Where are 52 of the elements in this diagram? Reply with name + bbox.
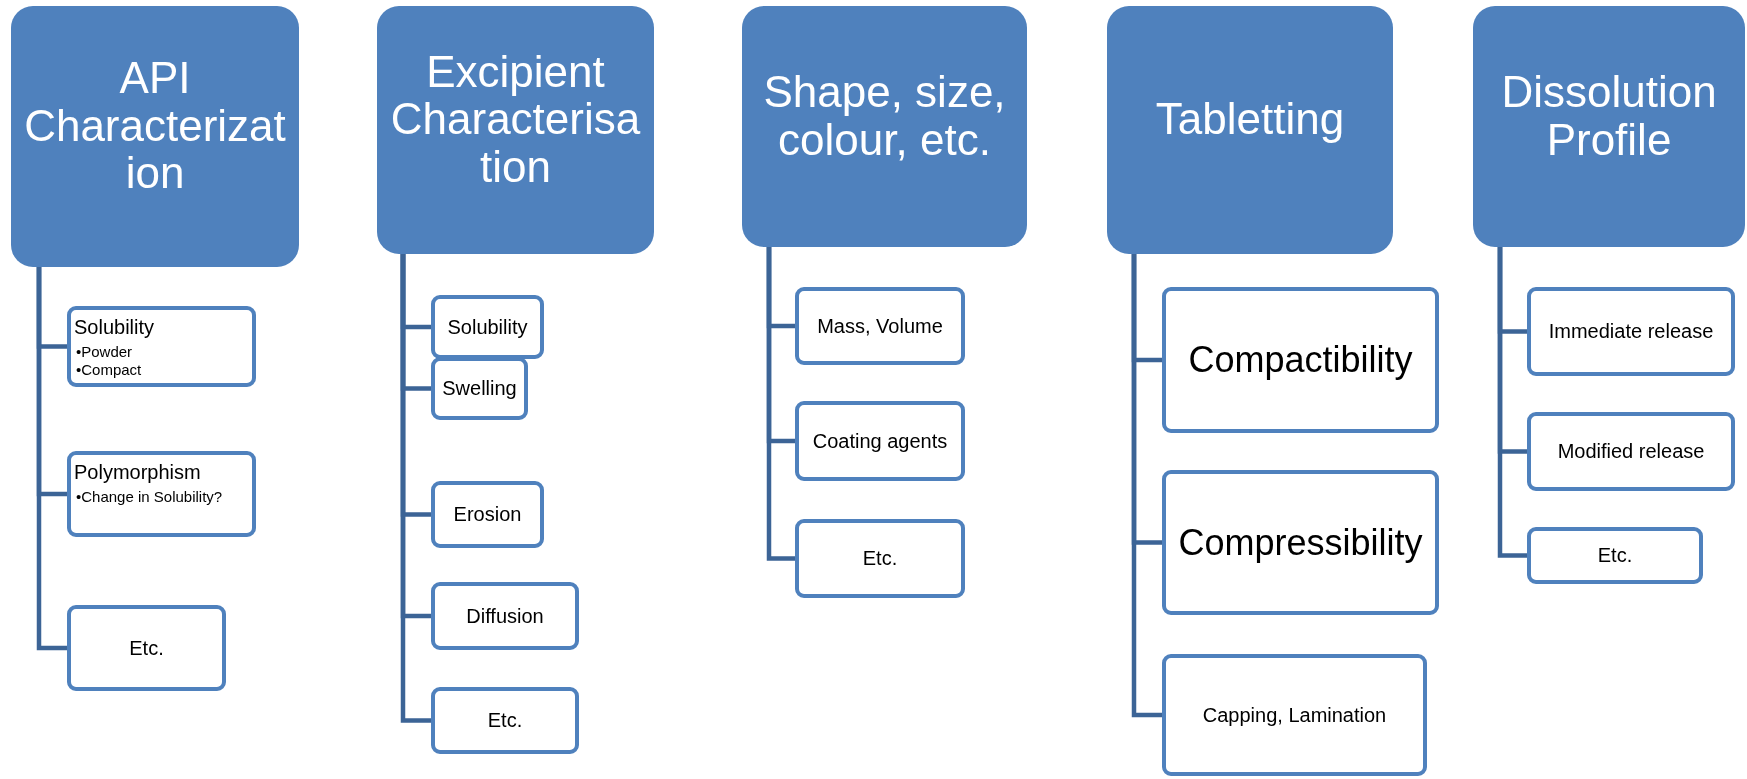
connector-line <box>1497 247 1527 558</box>
category-box <box>11 6 299 267</box>
category-title: Tabletting <box>1154 95 1346 143</box>
item-box <box>1162 287 1439 433</box>
item-label: Modified release <box>1556 440 1706 463</box>
item-box <box>67 605 226 691</box>
connector-line <box>400 254 431 723</box>
item-box <box>67 306 256 387</box>
item-label: Etc. <box>861 547 899 570</box>
category-box <box>1107 6 1393 254</box>
item-box <box>431 357 528 420</box>
item-box <box>1527 287 1735 376</box>
item-label: Diffusion <box>465 604 545 628</box>
item-box <box>1527 527 1703 584</box>
item-box <box>795 287 965 365</box>
item-box <box>1162 654 1427 776</box>
item-label: Compactibility <box>1187 339 1414 381</box>
category-box <box>377 6 654 254</box>
item-box <box>795 401 965 481</box>
item-box <box>431 481 544 548</box>
connector-line <box>1131 254 1162 718</box>
item-label: Etc. <box>1596 544 1634 567</box>
item-box <box>431 687 579 754</box>
category-title: Shape, size, colour, etc. <box>762 68 1007 163</box>
bullet-item: •Change in Solubility? <box>76 488 224 506</box>
item-box <box>1162 470 1439 615</box>
category-title: API Characterization <box>23 54 287 197</box>
item-label: Compressibility <box>1177 521 1424 564</box>
item-label: Etc. <box>486 709 524 732</box>
item-heading: Polymorphism <box>74 461 202 484</box>
item-label: Coating agents <box>811 429 949 453</box>
item-label: Etc. <box>128 636 165 660</box>
category-box <box>742 6 1027 247</box>
item-label: Mass, Volume <box>816 314 944 338</box>
item-box <box>1527 412 1735 491</box>
category-box <box>1473 6 1745 247</box>
item-label: Capping, Lamination <box>1201 703 1388 727</box>
item-box <box>795 519 965 598</box>
connector-line <box>766 247 795 561</box>
item-label: Swelling <box>441 377 518 400</box>
item-label: Solubility <box>446 315 529 339</box>
item-heading: Solubility <box>74 316 156 339</box>
bullet-item: •Compact <box>76 361 143 379</box>
item-label: Erosion <box>452 503 523 526</box>
item-box <box>431 295 544 359</box>
bullet-item: •Powder <box>76 343 134 361</box>
item-label: Immediate release <box>1547 320 1715 343</box>
category-title: Excipient Characterisation <box>389 47 642 191</box>
category-title: Dissolution Profile <box>1500 68 1718 163</box>
connector-line <box>36 267 67 651</box>
item-box <box>431 582 579 650</box>
item-box <box>67 451 256 537</box>
